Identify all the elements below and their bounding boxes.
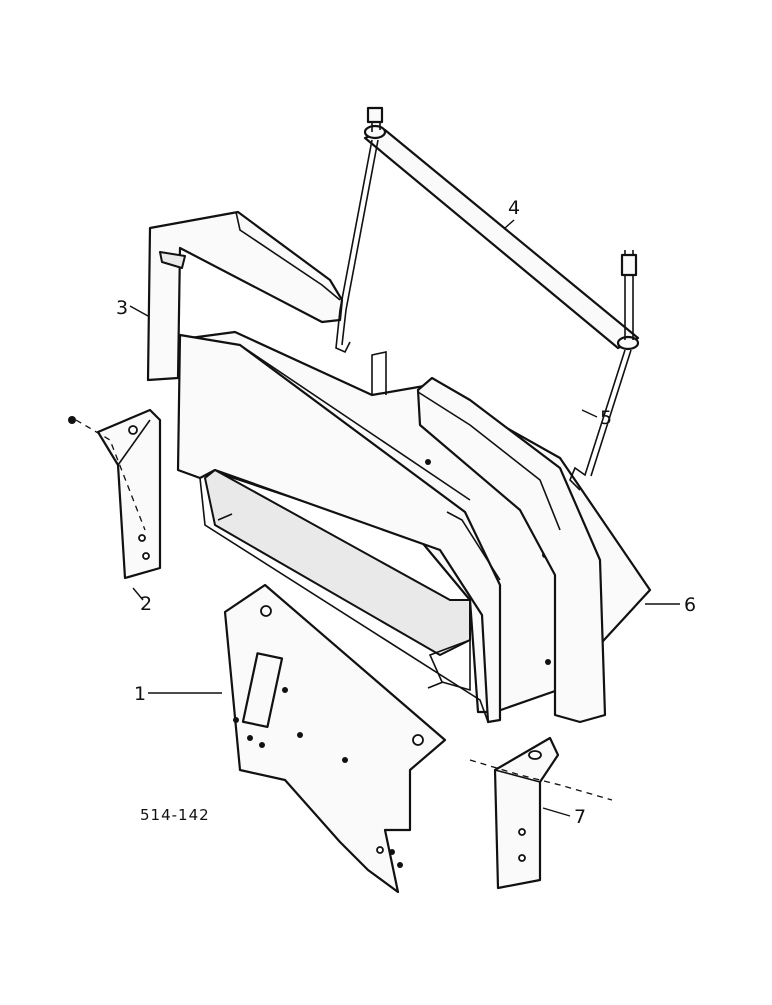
part-3-left-pipe — [146, 210, 344, 382]
part-7-right-bracket — [469, 736, 613, 890]
part-4-support-rod — [363, 106, 640, 351]
leader-lines — [129, 219, 680, 817]
part-2-left-bracket — [68, 408, 162, 580]
label-part-7: 7 — [574, 806, 586, 828]
label-part-5: 5 — [600, 407, 612, 429]
label-part-3: 3 — [116, 297, 128, 319]
part-1-mounting-plate — [223, 583, 447, 894]
label-part-4: 4 — [508, 197, 520, 219]
center-shroud — [176, 333, 502, 724]
drawing-code: 514-142 — [140, 806, 210, 824]
label-part-6: 6 — [684, 594, 696, 616]
label-part-1: 1 — [134, 683, 146, 705]
part-6-right-pipe — [416, 376, 607, 724]
part-5-hanger-rod — [569, 349, 632, 491]
label-part-2: 2 — [140, 593, 152, 615]
left-hanger-rod — [335, 139, 379, 354]
